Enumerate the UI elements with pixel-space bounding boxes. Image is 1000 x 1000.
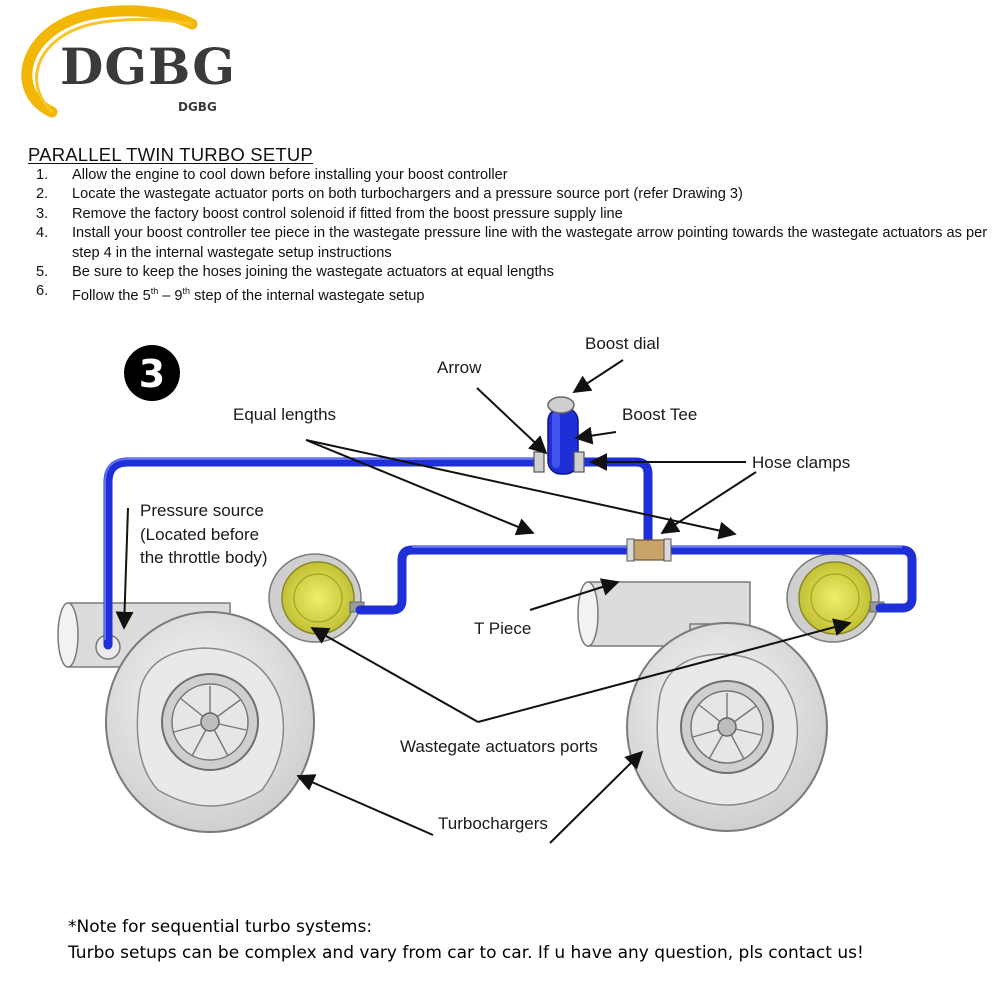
label-pressure-source: Pressure source	[140, 501, 264, 520]
left-turbocharger	[57, 602, 315, 833]
sequential-turbo-note: *Note for sequential turbo systems: Turb…	[68, 914, 864, 966]
arrow-turbo-right	[549, 750, 644, 844]
step-number: 2.	[36, 186, 49, 203]
step-text: Remove the factory boost control solenoi…	[72, 205, 623, 222]
arrow-wastegate-left	[310, 627, 479, 723]
left-wastegate-actuator	[268, 553, 365, 643]
list-item: 6. Follow the 5th – 9th step of the inte…	[36, 282, 996, 306]
note-heading: *Note for sequential turbo systems:	[68, 917, 373, 937]
arrow-equal-lengths-right	[305, 439, 737, 540]
step-number: 4.	[36, 225, 49, 242]
hose-clamp-left	[533, 451, 545, 473]
leader-arrows	[115, 359, 852, 844]
t-piece	[626, 538, 672, 562]
arrow-boost-tee	[574, 426, 617, 445]
hose-clamp-right	[573, 451, 585, 473]
pressure-source-hose	[103, 457, 545, 650]
arrow-turbo-left	[296, 774, 434, 836]
left-actuator-hose	[355, 545, 641, 615]
label-t-piece: T Piece	[474, 619, 531, 638]
step-number: 1.	[36, 167, 49, 183]
label-pressure-source-line3: the throttle body)	[140, 548, 268, 567]
step-number: 3.	[36, 205, 49, 222]
label-arrow: Arrow	[437, 358, 482, 377]
list-item: 4. Install your boost controller tee pie…	[36, 224, 996, 263]
arrow-hose-clamps-bottom	[660, 471, 757, 534]
logo-wordmark: DGBG	[60, 37, 236, 96]
logo-small-wordmark: DGBG	[178, 100, 217, 114]
list-item: 5. Be sure to keep the hoses joining the…	[36, 263, 996, 282]
label-hose-clamps: Hose clamps	[752, 453, 850, 472]
step-text: Locate the wastegate actuator ports on b…	[72, 186, 743, 203]
right-actuator-hose	[655, 545, 917, 613]
boost-tee	[547, 396, 579, 475]
tee-to-tpiece-hose	[579, 457, 653, 545]
instruction-list: 1. Allow the engine to cool down before …	[36, 166, 996, 307]
note-body: Turbo setups can be complex and vary fro…	[68, 943, 864, 963]
arrow-pressure-source	[115, 507, 134, 630]
step-number: 5.	[36, 264, 49, 281]
arrow-boost-dial	[572, 359, 624, 393]
label-boost-dial: Boost dial	[585, 334, 660, 353]
list-item: 1. Allow the engine to cool down before …	[36, 166, 996, 185]
list-item: 3. Remove the factory boost control sole…	[36, 205, 996, 224]
drawing-number: 3	[139, 352, 165, 396]
label-equal-lengths: Equal lengths	[233, 405, 336, 424]
right-wastegate-actuator	[786, 553, 885, 643]
label-turbochargers: Turbochargers	[438, 814, 548, 833]
twin-turbo-diagram: 3	[57, 334, 917, 844]
step-text: Follow the 5th – 9th step of the interna…	[72, 286, 425, 305]
arrow-wastegate-right	[477, 618, 852, 723]
list-item: 2. Locate the wastegate actuator ports o…	[36, 185, 996, 204]
arrow-arrow	[476, 387, 548, 455]
label-pressure-source-line2: (Located before	[140, 525, 259, 544]
step-text: Install your boost controller tee piece …	[72, 225, 988, 261]
label-wastegate-ports: Wastegate actuators ports	[400, 737, 598, 756]
right-turbocharger	[577, 581, 828, 832]
step-text: Be sure to keep the hoses joining the wa…	[72, 264, 554, 281]
page-title: PARALLEL TWIN TURBO SETUP	[28, 144, 313, 165]
label-boost-tee: Boost Tee	[622, 405, 697, 424]
step-text: Allow the engine to cool down before ins…	[72, 167, 508, 183]
arrow-t-piece	[529, 578, 620, 611]
dgbg-logo: DGBG DGBG	[21, 5, 236, 118]
arrow-equal-lengths-left	[305, 439, 535, 536]
drawing-number-badge: 3	[124, 345, 180, 401]
step-number: 6.	[36, 283, 49, 300]
